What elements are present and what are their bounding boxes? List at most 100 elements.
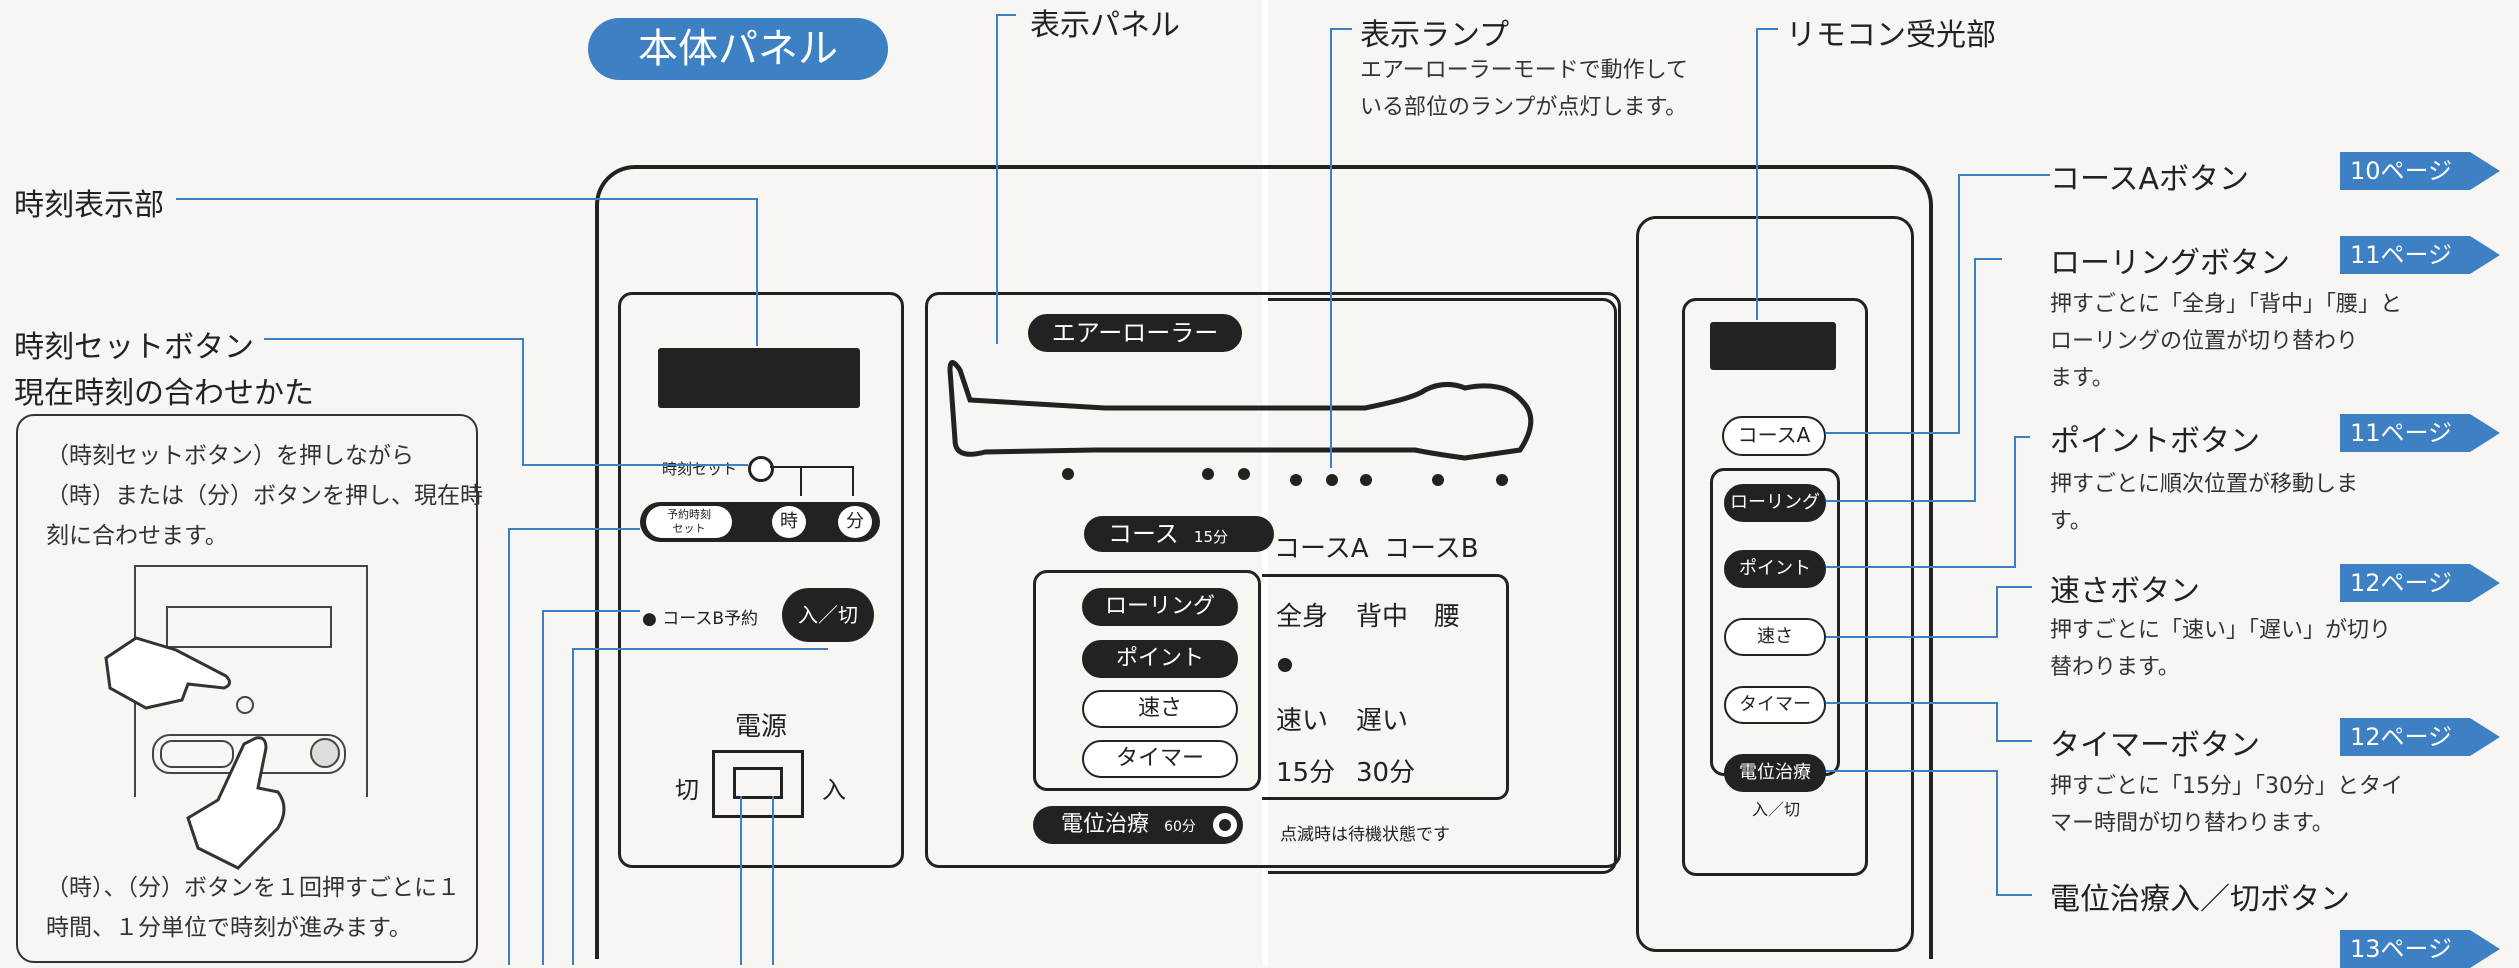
remote-course-a-button[interactable]: コースA [1722, 416, 1826, 456]
remote-timer-button[interactable]: タイマー [1724, 686, 1826, 724]
remote-speed-button[interactable]: 速さ [1724, 618, 1826, 656]
leader-line [1958, 174, 2050, 176]
potential-time: 60分 [1164, 819, 1196, 835]
rolling-button-desc: 押すごとに「全身」「背中」「腰」と ローリングの位置が切り替わり ます。 [2050, 292, 2403, 391]
time-set-label: 時刻セット [662, 460, 738, 478]
page-ref-timer: 12ページ [2340, 718, 2500, 756]
lamp-dot [1360, 474, 1372, 486]
leader-line [1974, 258, 2002, 260]
leader-line [1330, 28, 1352, 30]
leader-line [1756, 28, 1758, 320]
illustration-button-left [160, 740, 234, 768]
course-a-button-label: コースAボタン [2050, 162, 2250, 197]
leader-line [1826, 770, 1998, 772]
lamp-dot [1290, 474, 1302, 486]
body-figure-icon [947, 360, 1534, 461]
rolling-button[interactable]: ローリング [1082, 588, 1238, 626]
timer-button-desc: 押すごとに「15分」「30分」とタイ マー時間が切り替わります。 [2050, 774, 2403, 836]
bracket-line [852, 466, 854, 496]
leader-line [508, 528, 640, 530]
course-b-indicator: コースB [1384, 534, 1479, 564]
leader-line [522, 338, 524, 466]
leader-line [1996, 894, 2032, 896]
page-title: 本体パネル [588, 18, 888, 80]
power-button[interactable]: 入／切 [782, 588, 874, 642]
remote-point-button[interactable]: ポイント [1724, 550, 1826, 588]
lamp-dot [1432, 474, 1444, 486]
speed-fast: 速い [1276, 706, 1329, 736]
leader-line [1330, 28, 1332, 468]
page-ref-speed: 12ページ [2340, 564, 2500, 602]
leader-line [1974, 258, 1976, 502]
illustration-button [236, 696, 254, 714]
leader-line [1826, 566, 2016, 568]
leader-line [1996, 586, 1998, 638]
body-part-whole: 全身 [1276, 602, 1329, 632]
leader-line [1996, 740, 2032, 742]
rolling-button-label: ローリングボタン [2050, 246, 2290, 281]
body-part-waist: 腰 [1434, 602, 1461, 632]
bracket-line [800, 466, 802, 496]
leader-line [572, 648, 828, 650]
potential-button[interactable] [1210, 810, 1240, 840]
power-switch[interactable] [712, 750, 804, 818]
leader-line [508, 528, 510, 965]
device-body [595, 165, 1933, 959]
hand-pointer-icon [104, 636, 231, 710]
minute-button[interactable]: 分 [838, 506, 872, 538]
time-set-button[interactable] [748, 456, 774, 482]
leader-line [1996, 770, 1998, 896]
display-panel-callout: 表示パネル [1030, 8, 1180, 43]
leader-line [264, 338, 524, 340]
potential-bar: 電位治療 60分 [1033, 806, 1243, 844]
timer-30: 30分 [1356, 758, 1416, 788]
leader-line [176, 198, 756, 200]
point-button-desc: 押すごとに順次位置が移動しま す。 [2050, 472, 2359, 534]
remote-potential-button[interactable]: 電位治療 [1724, 754, 1826, 792]
leader-line [740, 796, 742, 965]
illustration-button-round [310, 738, 340, 768]
timer-button-label: タイマーボタン [2050, 728, 2260, 763]
remote-power-sub: 入／切 [1752, 800, 1801, 819]
display-panel [1268, 298, 1617, 874]
leader-line [1996, 702, 1998, 742]
page-ref-rolling: 11ページ [2340, 236, 2500, 274]
speed-button-label: 速さボタン [2050, 574, 2200, 609]
instruction-text-1: （時刻セットボタン）を押しながら （時）または（分）ボタンを押し、現在時 刻に合… [46, 443, 483, 549]
point-button[interactable]: ポイント [1082, 640, 1238, 678]
remote-panel-outer [1636, 216, 1914, 952]
illustration-display [166, 606, 332, 648]
remote-receiver-callout: リモコン受光部 [1786, 18, 1996, 53]
lamp-dot [1326, 474, 1338, 486]
time-set-bracket [770, 466, 854, 468]
page-ref-point: 11ページ [2340, 414, 2500, 452]
display-lamp-desc: エアーローラーモードで動作して いる部位のランプが点灯します。 [1360, 58, 1689, 120]
time-display-lcd [658, 348, 860, 408]
time-display-callout: 時刻表示部 [14, 188, 164, 223]
lamp-dot [1238, 468, 1250, 480]
leader-line [1996, 586, 2032, 588]
course-a-indicator: コースA [1274, 534, 1369, 564]
remote-rolling-button[interactable]: ローリング [1724, 484, 1826, 522]
hour-button[interactable]: 時 [772, 506, 806, 538]
reserve-set-button[interactable]: 予約時刻 セット [646, 506, 732, 538]
lamp-dot [1496, 474, 1508, 486]
power-on-label: 入 [822, 776, 846, 804]
time-set-how: 現在時刻の合わせかた [14, 376, 314, 411]
hand-pointer-icon [186, 736, 286, 870]
potential-button-label: 電位治療入／切ボタン [2050, 882, 2350, 917]
leader-line [1826, 432, 1960, 434]
leader-line [1826, 636, 1998, 638]
lamp-dot [1202, 468, 1214, 480]
leader-line [1826, 702, 1998, 704]
potential-label: 電位治療 [1061, 812, 1150, 837]
leader-line [542, 610, 640, 612]
timer-button[interactable]: タイマー [1082, 740, 1238, 778]
course-b-reserve-label: ● コースB予約 [642, 609, 759, 629]
leader-line [996, 14, 998, 344]
page-ref-potential: 13ページ [2340, 930, 2500, 968]
leader-line [772, 796, 774, 965]
leader-line [522, 464, 748, 466]
air-roller-label: エアーローラー [1028, 314, 1242, 352]
speed-button[interactable]: 速さ [1082, 690, 1238, 728]
